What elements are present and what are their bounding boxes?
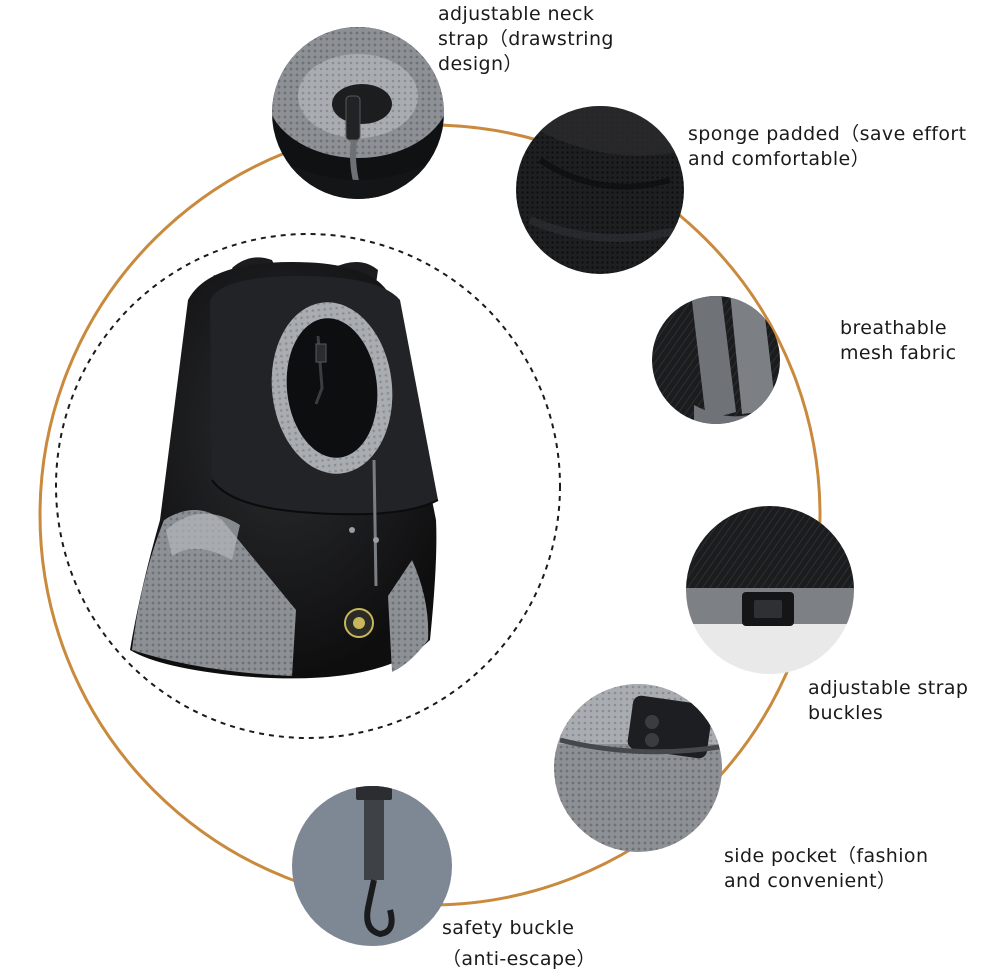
buckle-icon	[686, 506, 854, 674]
feature-label-safety-buckle: safety buckle （anti-escape）	[442, 917, 596, 970]
phone-pocket-icon	[554, 684, 722, 852]
padding-icon	[516, 106, 684, 274]
backpack-illustration	[130, 257, 439, 679]
feature-label-strap-buckles: adjustable strap buckles	[808, 677, 969, 724]
feature-label-mesh-fabric: breathable mesh fabric	[840, 317, 957, 364]
feature-label-sponge-padded: sponge padded（save effort and comfortabl…	[688, 123, 967, 170]
clip-hook-icon	[292, 786, 452, 946]
drawstring-icon	[272, 27, 444, 199]
feature-label-neck-strap: adjustable neck strap（drawstring design）	[438, 3, 614, 75]
mesh-strap-icon	[652, 296, 780, 424]
feature-label-side-pocket: side pocket（fashion and convenient）	[724, 845, 929, 892]
